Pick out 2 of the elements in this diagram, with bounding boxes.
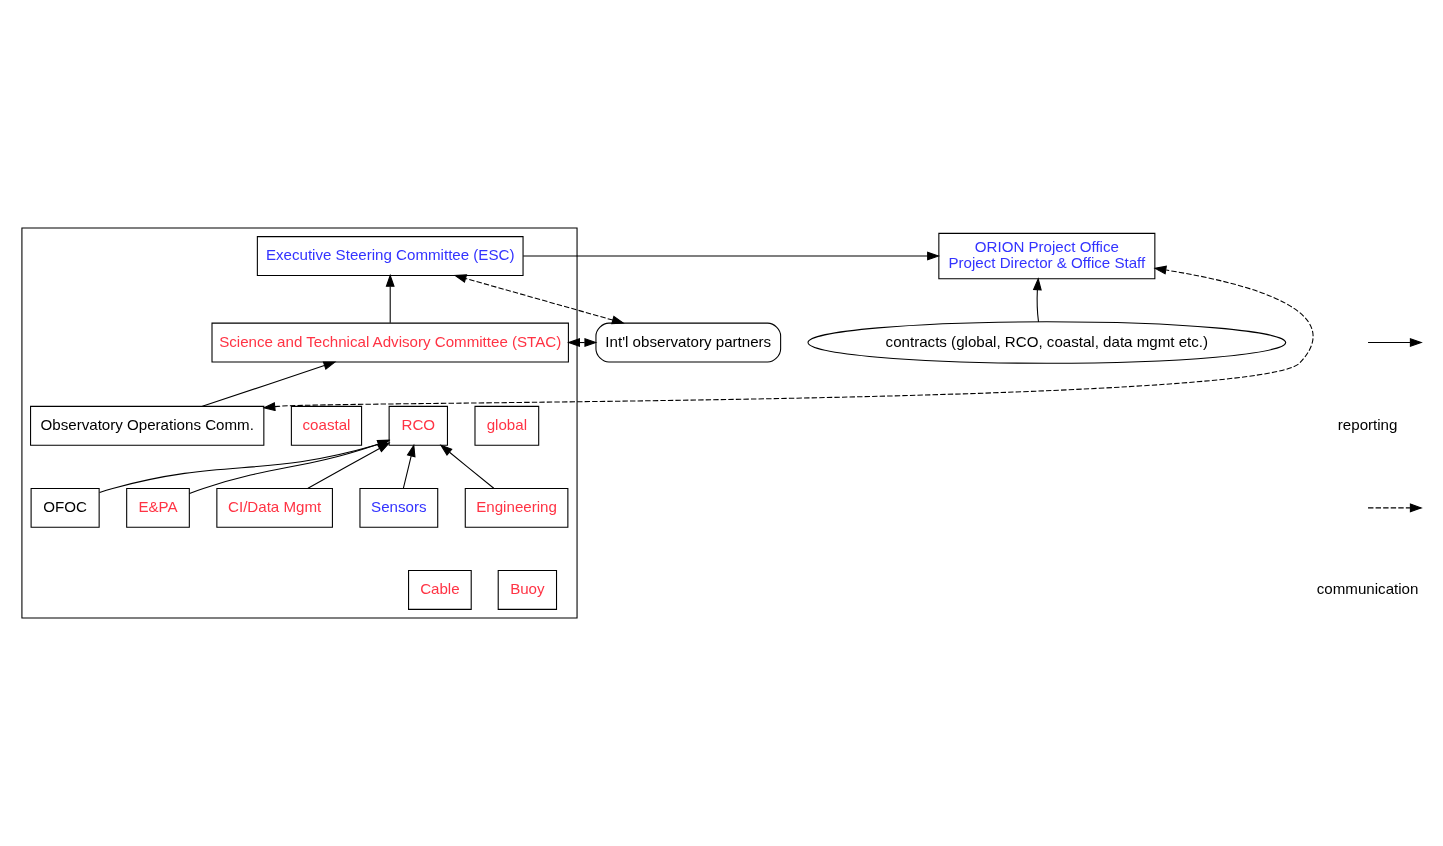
- legend-label: reporting: [1337, 415, 1398, 433]
- legend-label: communication: [1316, 579, 1419, 597]
